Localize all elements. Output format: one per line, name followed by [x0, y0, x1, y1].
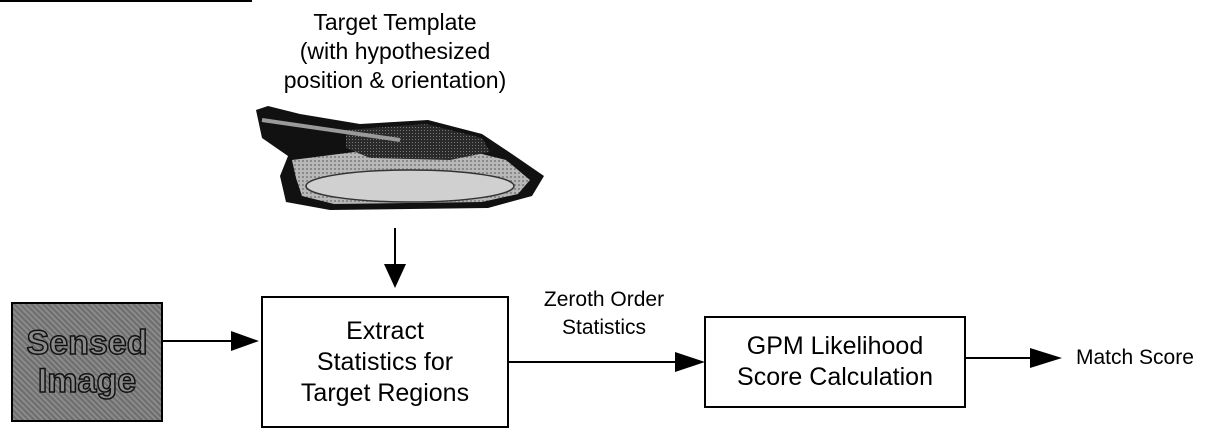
edge-label-line2: Statistics [561, 316, 647, 339]
arrow-sensed-to-extract [163, 331, 259, 351]
template-caption: Target Template (with hypothesized posit… [240, 8, 550, 95]
gpm-line1: GPM Likelihood [746, 332, 924, 360]
tank-turret [346, 124, 490, 160]
tank-gun [261, 118, 401, 142]
gpm-likelihood-box: GPM Likelihood Score Calculation [704, 316, 966, 408]
edge-label-line1: Zeroth Order [543, 288, 665, 311]
extract-line2: Statistics for [316, 347, 454, 376]
template-caption-line3: position & orientation) [283, 67, 507, 93]
arrow-template-to-extract [384, 228, 406, 288]
template-caption-line1: Target Template [313, 9, 477, 35]
arrow-gpm-to-output [966, 348, 1062, 368]
arrow-extract-to-gpm [509, 352, 705, 372]
top-rule [0, 0, 252, 2]
tank-track [305, 169, 515, 203]
extract-statistics-box: Extract Statistics for Target Regions [261, 296, 509, 428]
match-score-label: Match Score [1076, 346, 1194, 369]
extract-line1: Extract [346, 316, 424, 345]
gpm-line2: Score Calculation [737, 363, 933, 391]
sensed-image-line2: Image [37, 361, 137, 401]
edge-label: Zeroth Order Statistics [508, 286, 700, 342]
sensed-image-line1: Sensed [26, 323, 148, 363]
template-caption-line2: (with hypothesized [299, 38, 491, 64]
extract-line3: Target Regions [300, 378, 470, 407]
tank-silhouette-icon [256, 106, 544, 210]
sensed-image-block: Sensed Image [11, 302, 163, 422]
